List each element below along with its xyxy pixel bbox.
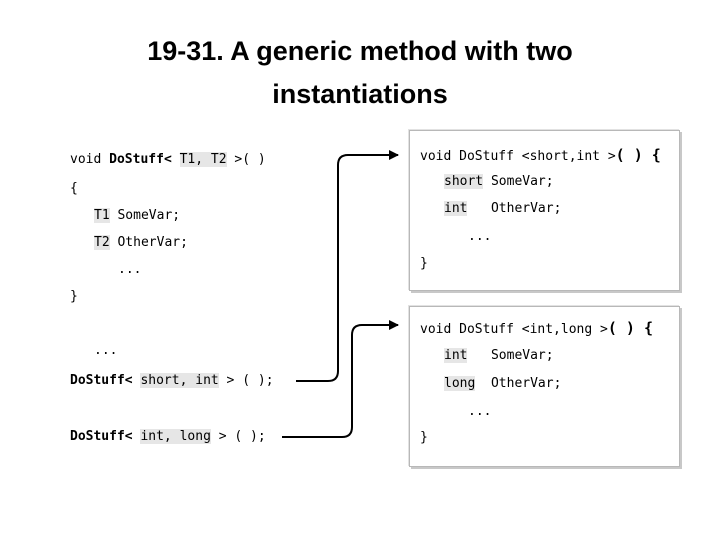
call-line-1: DoStuff< short, int > ( ); bbox=[70, 373, 274, 388]
body-line-1-rest: SomeVar; bbox=[109, 208, 181, 223]
box2-line-2-rest: OtherVar; bbox=[475, 376, 562, 391]
box1-close-brace: } bbox=[420, 256, 428, 271]
box1-header: void DoStuff <short,int >( ) { bbox=[420, 148, 661, 164]
slide-title-line-1: 19-31. A generic method with two bbox=[147, 36, 573, 66]
box1-type-short-highlight: short bbox=[444, 174, 484, 189]
call-2-args-highlight: int, long bbox=[140, 429, 211, 444]
inner-ellipsis: ... bbox=[118, 262, 142, 277]
body-line-2: T2 OtherVar; bbox=[94, 235, 188, 250]
call-line-2: DoStuff< int, long > ( ); bbox=[70, 429, 266, 444]
call-1-close: > ( ); bbox=[218, 373, 274, 388]
box1-line-1: short SomeVar; bbox=[444, 174, 554, 189]
body-line-2-rest: OtherVar; bbox=[109, 235, 188, 250]
box1-line-2-rest: OtherVar; bbox=[467, 201, 562, 216]
box1-type-int-highlight: int bbox=[444, 201, 468, 216]
slide-title-line-2: instantiations bbox=[272, 79, 448, 109]
box1-line-1-rest: SomeVar; bbox=[483, 174, 554, 189]
body-line-1: T1 SomeVar; bbox=[94, 208, 181, 223]
box2-close-brace: } bbox=[420, 430, 428, 445]
decl-close: >( ) bbox=[226, 152, 266, 167]
call-1-open: < bbox=[124, 373, 141, 388]
box1-header-suffix: ( ) { bbox=[615, 146, 661, 164]
type-params-highlight: T1, T2 bbox=[179, 152, 227, 167]
type-t1-highlight: T1 bbox=[94, 208, 110, 223]
box2-ellipsis: ... bbox=[468, 404, 492, 419]
arrow-call2-to-box2 bbox=[282, 320, 399, 438]
call-2-close: > ( ); bbox=[210, 429, 266, 444]
type-param-open: < bbox=[163, 152, 180, 167]
box1-ellipsis: ... bbox=[468, 229, 492, 244]
type-t2-highlight: T2 bbox=[94, 235, 110, 250]
box2-type-long-highlight: long bbox=[444, 376, 476, 391]
box2-header-prefix: void DoStuff <int,long > bbox=[420, 322, 608, 337]
box2-line-1: int SomeVar; bbox=[444, 348, 554, 363]
method-name: DoStuff bbox=[109, 152, 164, 167]
keyword-void: void bbox=[70, 152, 110, 167]
box2-header: void DoStuff <int,long >( ) { bbox=[420, 321, 653, 337]
instantiation-box-int-long: void DoStuff <int,long >( ) { int SomeVa… bbox=[409, 306, 680, 467]
slide-title: 19-31. A generic method with two instant… bbox=[0, 30, 720, 116]
open-brace: { bbox=[70, 181, 78, 196]
box1-header-prefix: void DoStuff <short,int > bbox=[420, 149, 616, 164]
box1-line-2: int OtherVar; bbox=[444, 201, 562, 216]
call-2-open: < bbox=[124, 429, 141, 444]
instantiation-box-short-int: void DoStuff <short,int >( ) { short Som… bbox=[409, 130, 680, 291]
arrow-call1-to-box1 bbox=[296, 150, 399, 382]
outer-ellipsis: ... bbox=[94, 343, 118, 358]
box2-line-2: long OtherVar; bbox=[444, 376, 562, 391]
box2-type-int-highlight: int bbox=[444, 348, 468, 363]
close-brace: } bbox=[70, 289, 78, 304]
call-1-name: DoStuff bbox=[70, 373, 125, 388]
call-1-args-highlight: short, int bbox=[140, 373, 219, 388]
call-2-name: DoStuff bbox=[70, 429, 125, 444]
box2-line-1-rest: SomeVar; bbox=[467, 348, 554, 363]
box2-header-suffix: ( ) { bbox=[607, 319, 653, 337]
decl-line: void DoStuff< T1, T2 >( ) bbox=[70, 152, 266, 167]
